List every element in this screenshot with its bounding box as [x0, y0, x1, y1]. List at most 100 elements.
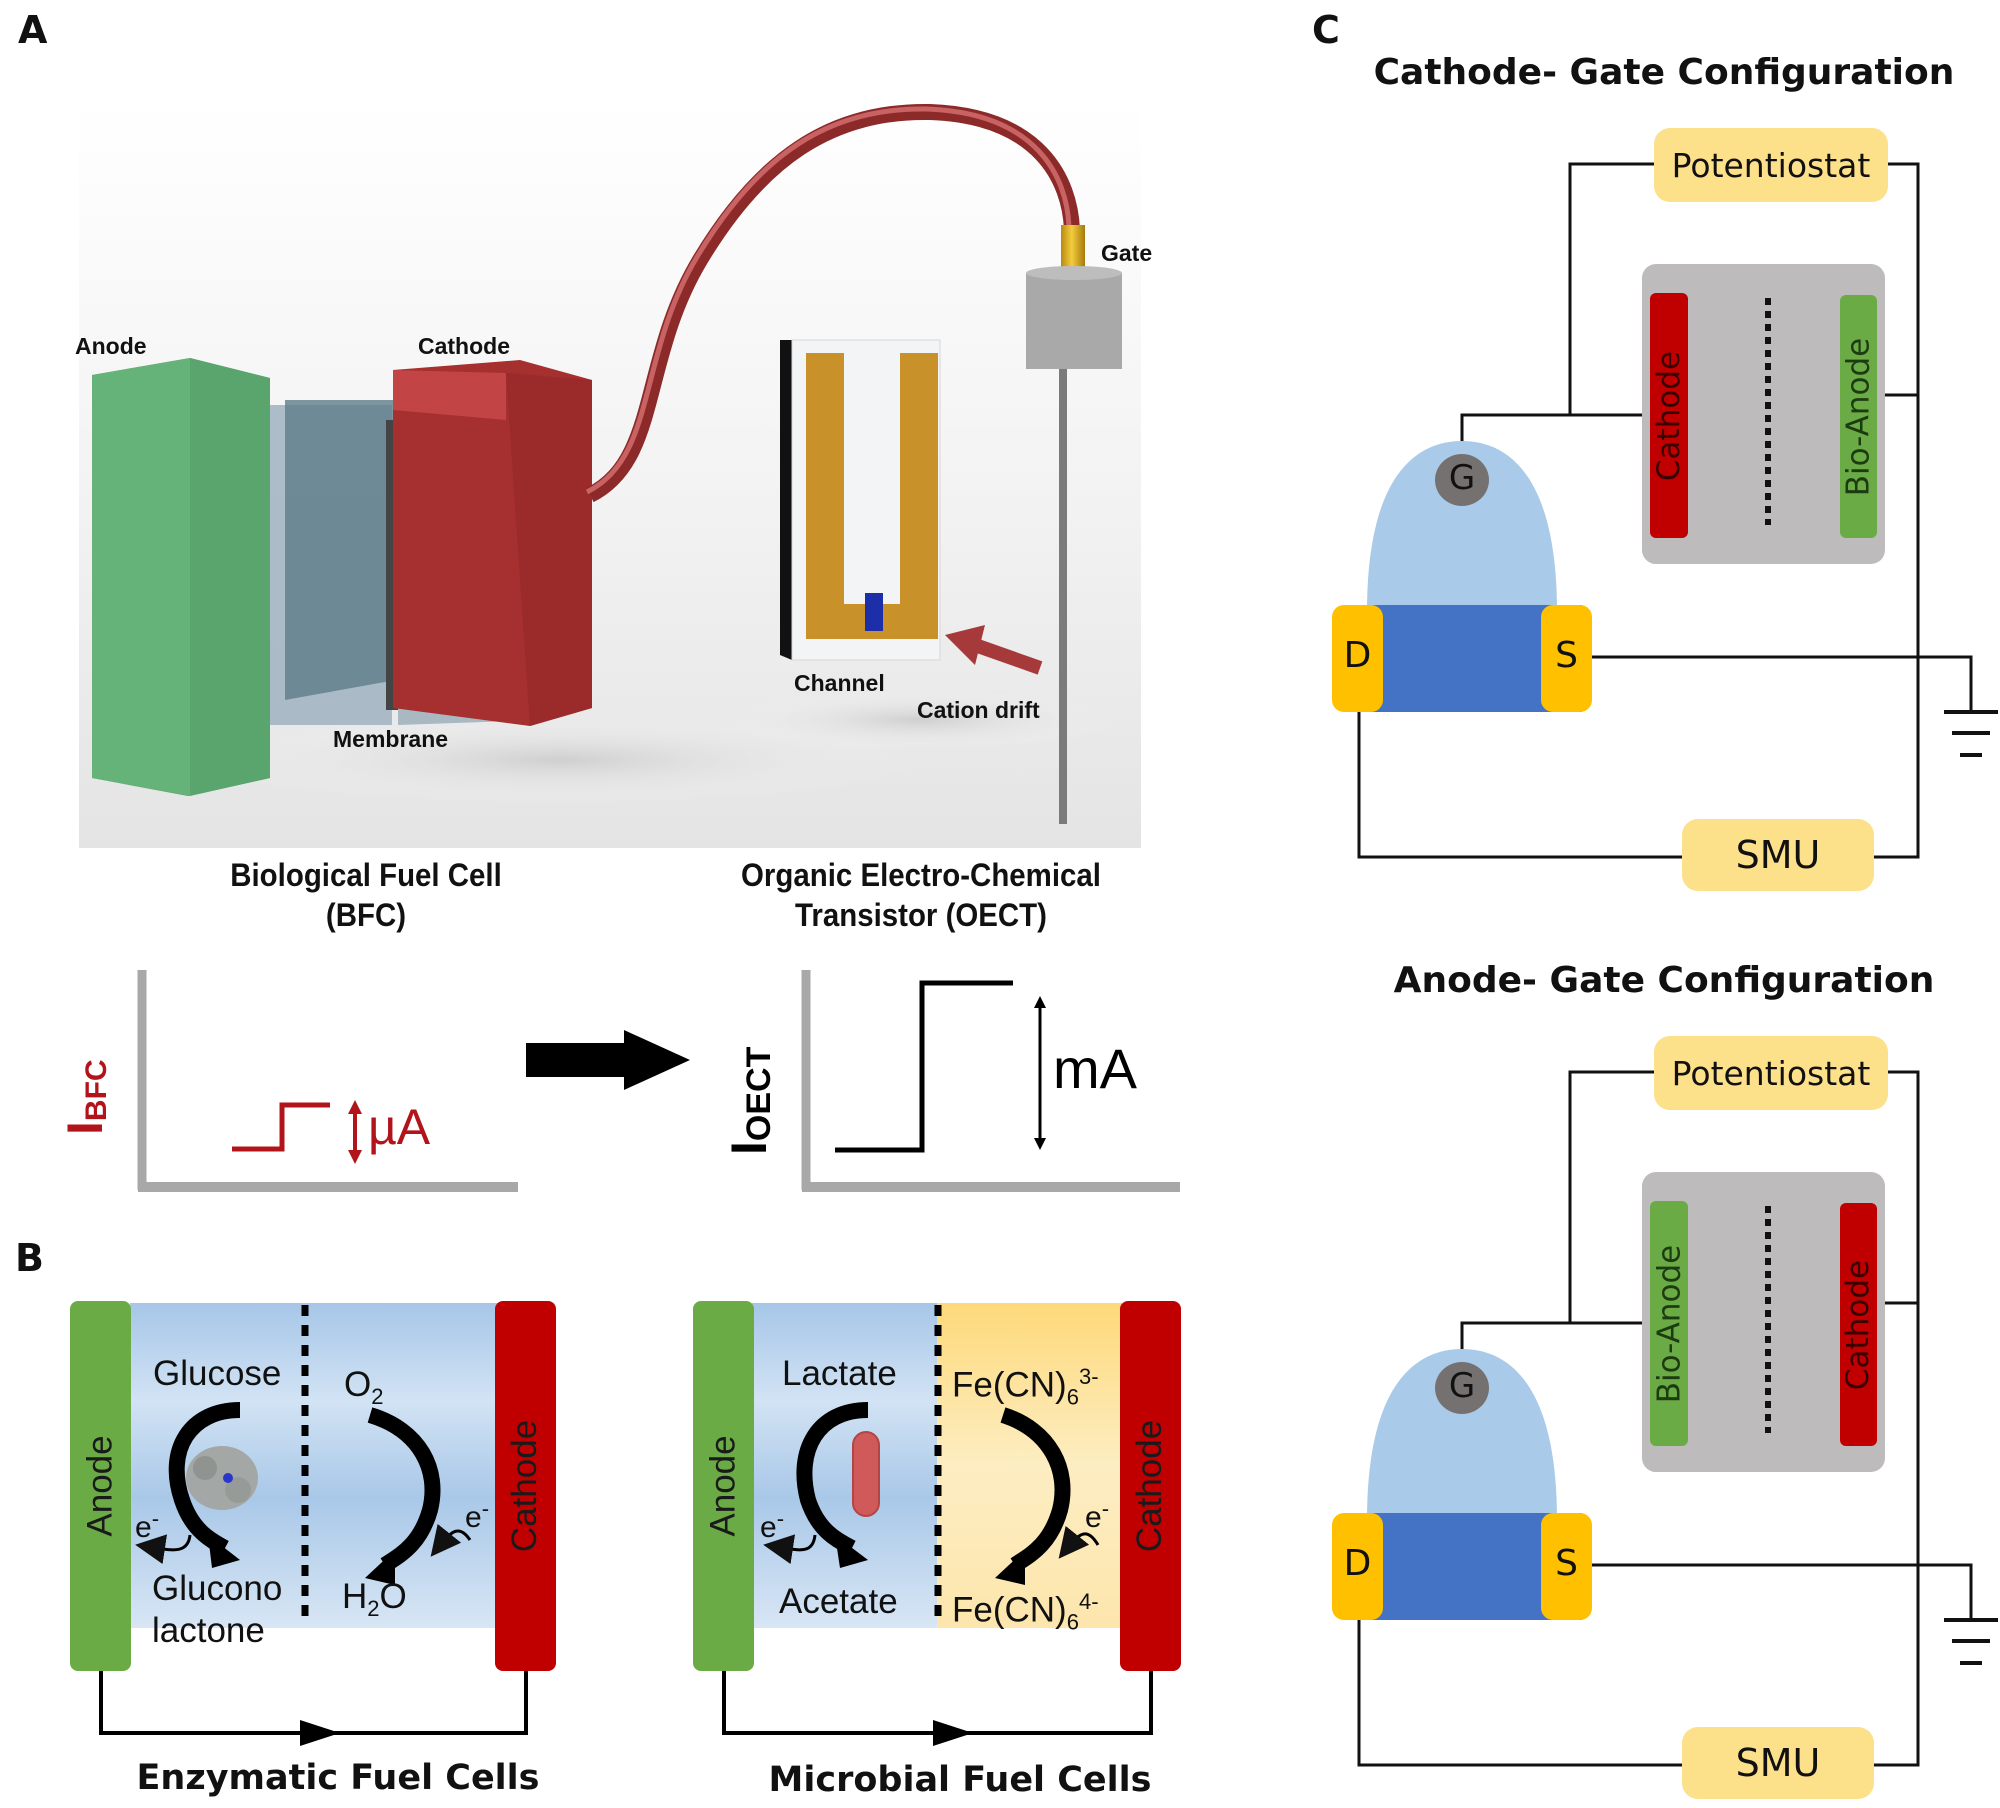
- enzymatic-cathode-bar: [495, 1301, 556, 1671]
- microbial-electron-left: e-: [760, 1506, 785, 1544]
- ferricyanide-label: Fe(CN)63-: [952, 1364, 1099, 1410]
- caption-oect: Organic Electro-Chemical Transistor (OEC…: [691, 855, 1151, 935]
- enzymatic-electron-left: e-: [135, 1506, 160, 1544]
- smu-label: SMU: [1735, 1741, 1821, 1785]
- source-contact: [1541, 1513, 1592, 1620]
- right-electrode-label: Bio-Anode: [1840, 337, 1877, 496]
- potentiostat-label: Potentiostat: [1671, 1053, 1871, 1093]
- drain-contact: [1332, 605, 1383, 712]
- fuel-cell-box: [1642, 264, 1885, 564]
- cation-drift-arrow: [945, 625, 1043, 675]
- enzyme-icon: [186, 1446, 258, 1510]
- ferrocyanide-label: Fe(CN)64-: [952, 1589, 1099, 1635]
- oxygen-label: O2: [344, 1365, 384, 1410]
- smu-box[interactable]: SMU: [1682, 1727, 1874, 1799]
- wire-potentiostat-left: [1568, 1070, 1654, 1323]
- gluconolactone-label-1: Glucono: [152, 1569, 283, 1608]
- transfer-arrow: [526, 1030, 690, 1090]
- caption-bfc-line1: Biological Fuel Cell: [230, 857, 502, 893]
- left-electrode-label: Cathode: [1651, 350, 1688, 481]
- drain-label: D: [1343, 1543, 1372, 1584]
- caption-oect-line1: Organic Electro-Chemical: [741, 857, 1101, 893]
- caption-bfc-line2: (BFC): [325, 897, 407, 933]
- microbial-title: Microbial Fuel Cells: [768, 1760, 1152, 1800]
- lactate-label: Lactate: [782, 1354, 897, 1393]
- cathode-gate-configuration: Cathode- Gate Configuration Potentiostat…: [0, 0, 2000, 900]
- source-label: S: [1555, 1543, 1578, 1584]
- oect-unit: mA: [1053, 1037, 1137, 1100]
- caption-bfc: Biological Fuel Cell (BFC): [182, 855, 550, 935]
- label-anode: Anode: [75, 333, 147, 359]
- drain-label: D: [1343, 635, 1372, 676]
- label-channel: Channel: [794, 670, 885, 696]
- left-electrode-label: Bio-Anode: [1651, 1244, 1687, 1403]
- label-cathode: Cathode: [418, 333, 510, 359]
- potentiostat-box[interactable]: Potentiostat: [1654, 128, 1888, 202]
- gate-needle: [1059, 369, 1067, 824]
- glucose-label: Glucose: [153, 1354, 282, 1393]
- cathode-slab: [393, 360, 592, 726]
- anode-gate-configuration: Anode- Gate Configuration Potentiostat S…: [0, 908, 2000, 1808]
- potentiostat-box[interactable]: Potentiostat: [1654, 1036, 1888, 1110]
- gate-label: G: [1448, 458, 1476, 498]
- panel-letter-b: B: [15, 1236, 44, 1280]
- enzymatic-cell: [70, 1301, 556, 1746]
- lactate-oxidation-arrow: [796, 1402, 869, 1556]
- potentiostat-label: Potentiostat: [1671, 145, 1871, 185]
- circuit-wiring: [1332, 162, 1998, 859]
- wire-source-ground: [1588, 1563, 1973, 1620]
- gate-contact: [1435, 454, 1489, 506]
- gate-electrode: [1026, 273, 1122, 369]
- wire-drain-smu: [1357, 712, 1682, 859]
- smu-label: SMU: [1735, 833, 1821, 877]
- oxygen-reduction-arrow: [367, 1407, 441, 1572]
- circuit-wiring: [1332, 1070, 1998, 1767]
- bacterium-icon: [852, 1431, 880, 1517]
- acetate-label: Acetate: [779, 1582, 898, 1621]
- electrolyte-dome: [1367, 1349, 1557, 1520]
- gate-contact: [1435, 1362, 1489, 1414]
- configuration-title: Anode- Gate Configuration: [1393, 960, 1935, 1001]
- oect-double-arrow: [1034, 996, 1046, 1150]
- ferricyanide-reduction-arrow: [1000, 1407, 1071, 1572]
- source-contact: [1541, 605, 1592, 712]
- microbial-cell: [693, 1301, 1181, 1746]
- electrolyte-dome: [1367, 441, 1557, 612]
- right-electrode-bar: [1840, 295, 1877, 538]
- caption-oect-line2: Transistor (OECT): [795, 897, 1047, 933]
- microbial-cathode-bar: [1120, 1301, 1181, 1671]
- label-cation-drift: Cation drift: [917, 697, 1040, 723]
- glucose-oxidation-arrow: [168, 1402, 241, 1556]
- bfc-double-arrow: [348, 1100, 362, 1164]
- enzymatic-title: Enzymatic Fuel Cells: [136, 1758, 540, 1798]
- wire-source-ground: [1588, 655, 1973, 712]
- source-label: S: [1555, 635, 1578, 676]
- anode-slab: [92, 358, 270, 796]
- enzymatic-anode-bar: [70, 1301, 131, 1671]
- oect-channel: [865, 593, 883, 631]
- right-electrode-bar: [1840, 1203, 1877, 1446]
- bfc-step-signal: [232, 1102, 330, 1152]
- label-membrane: Membrane: [333, 726, 449, 752]
- smu-box[interactable]: SMU: [1682, 819, 1874, 891]
- panel-letter-c: C: [1312, 8, 1340, 52]
- bfc-unit: µA: [368, 1099, 431, 1155]
- panel-letter-a: A: [18, 8, 48, 52]
- fuel-cell-box: [1642, 1172, 1885, 1472]
- wire-potentiostat-right: [1874, 162, 1920, 859]
- oect-step-signal: [835, 980, 1013, 1153]
- label-gate: Gate: [1101, 240, 1153, 266]
- microbial-anode-bar: [693, 1301, 754, 1671]
- configuration-title: Cathode- Gate Configuration: [1373, 52, 1955, 93]
- oect-device: [780, 339, 941, 661]
- left-electrode-bar: [1650, 293, 1688, 538]
- gate-label: G: [1448, 1366, 1476, 1406]
- wire-drain-smu: [1357, 1620, 1682, 1767]
- wire-potentiostat-right: [1874, 1070, 1920, 1767]
- enzymatic-electron-right: e-: [465, 1496, 490, 1534]
- microbial-electron-right: e-: [1085, 1496, 1110, 1534]
- water-label: H2O: [342, 1577, 407, 1622]
